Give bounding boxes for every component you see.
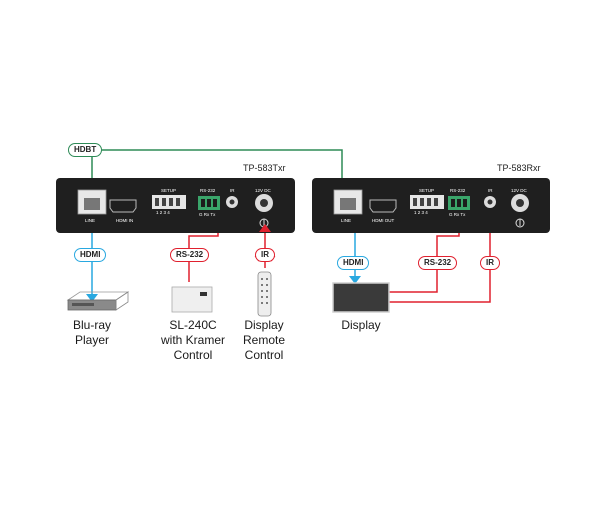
tx-setup-label: SETUP (161, 188, 177, 193)
tx-rs232-pins-label: G Rx Tx (199, 212, 216, 217)
rx-setup-label: SETUP (419, 188, 435, 193)
rx-ir-jack (484, 196, 496, 208)
rx-power-label: 12V DC (511, 188, 527, 193)
tx-ir-arrowhead (259, 224, 271, 232)
tx-hdmi-in-port (109, 199, 137, 213)
rx-setup-switches (410, 195, 444, 209)
tx-setup-switches (152, 195, 186, 209)
rx-hdmi-tag: HDMI (337, 256, 370, 270)
tx-rs232-terminal (198, 196, 220, 210)
tx-ir-tag: IR (255, 248, 275, 262)
tx-setup-pins-label: 1 2 3 4 (156, 210, 170, 215)
rx-ir-label: IR (488, 188, 493, 193)
rx-device-name: TP-583Rxr (497, 163, 541, 173)
tx-line-port (77, 189, 107, 215)
sl240c-label: SL-240C with Kramer Control (160, 318, 225, 362)
rx-hdmi-arrowhead (349, 276, 361, 284)
rx-hdmi-out-label: HDMI OUT (372, 218, 395, 223)
bluray-player-icon (66, 291, 130, 311)
tx-hdmi-tag: HDMI (74, 248, 107, 262)
tx-ir-jack (226, 196, 238, 208)
rx-line-label: LINE (341, 218, 352, 223)
rx-rs232-tag: RS-232 (418, 256, 458, 270)
hdbt-tag: HDBT (68, 143, 103, 157)
hdbt-link (91, 149, 343, 198)
tx-power-jack (255, 194, 273, 228)
rx-line-port (333, 189, 363, 215)
tx-ir-label: IR (230, 188, 235, 193)
tx-line-label: LINE (85, 218, 96, 223)
tx-hdmi-arrowhead (86, 294, 98, 302)
display-label: Display (341, 318, 381, 332)
tx-hdmi-in-label: HDMI IN (116, 218, 134, 223)
rx-ir-tag: IR (480, 256, 500, 270)
rx-rs232-pins-label: G Rx Tx (449, 212, 466, 217)
display-icon (332, 282, 390, 313)
tx-rs232-label: RS-232 (200, 188, 216, 193)
tx-power-label: 12V DC (255, 188, 271, 193)
remote-label: Display Remote Control (242, 318, 286, 362)
tx-rs232-tag: RS-232 (170, 248, 210, 262)
rx-rs232-label: RS-232 (450, 188, 466, 193)
rx-rs232-terminal (448, 196, 470, 210)
sl240c-controller-icon (171, 286, 213, 313)
bluray-label: Blu-ray Player (72, 318, 111, 347)
rx-hdmi-out-port (369, 199, 397, 213)
rx-setup-pins-label: 1 2 3 4 (414, 210, 428, 215)
rx-ir-link (389, 208, 491, 303)
tx-device-name: TP-583Txr (243, 163, 286, 173)
rx-power-jack (511, 194, 529, 228)
